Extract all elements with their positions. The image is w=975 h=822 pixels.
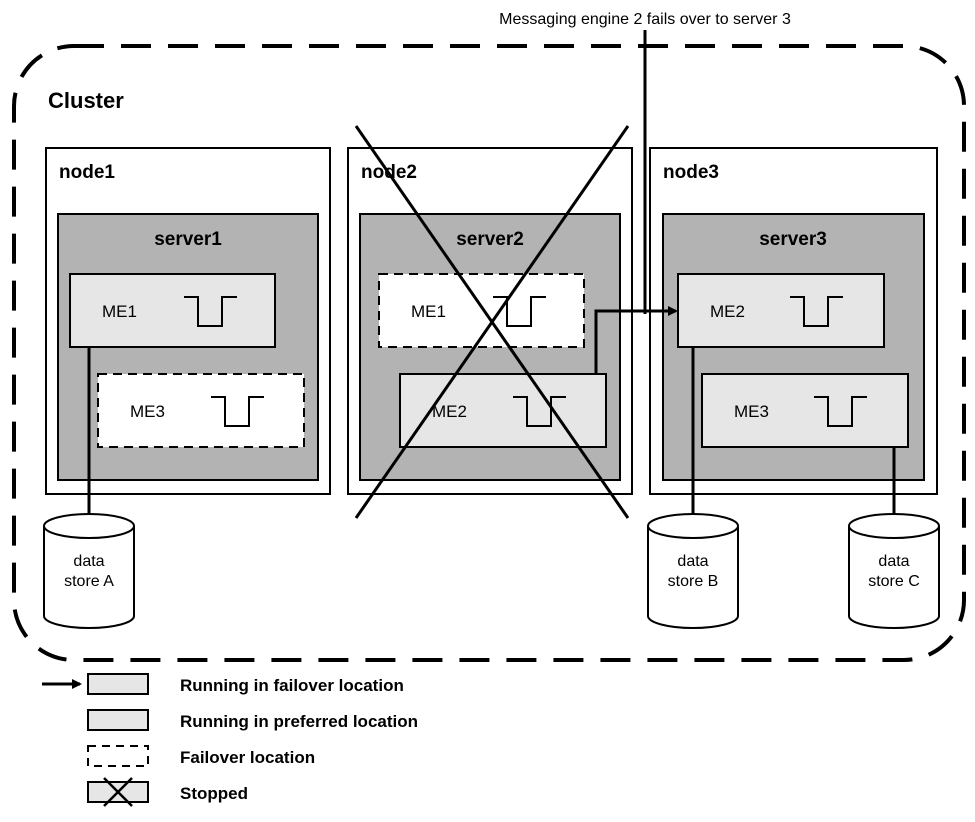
queue-icon (184, 296, 237, 327)
node3: node3 server3 ME2 ME3 (649, 147, 938, 495)
legend-swatch-failover-location (87, 745, 149, 767)
data-store-b: data store B (647, 513, 739, 629)
queue-icon (211, 396, 264, 427)
cylinder-icon (43, 513, 135, 539)
data-store-c: data store C (848, 513, 940, 629)
server1-label: server1 (154, 229, 222, 250)
data-store-a: data store A (43, 513, 135, 629)
server3-label: server3 (759, 229, 827, 250)
node2-me1-label: ME1 (411, 302, 446, 321)
legend-stopped-cross-line (103, 777, 133, 807)
node1-me3-label: ME3 (130, 402, 165, 421)
legend-label-failover-location: Failover location (180, 748, 315, 767)
data-store-c-line1: data (878, 553, 909, 570)
node1-me1-box (69, 273, 276, 348)
node2: node2 server2 ME1 ME2 (347, 125, 633, 519)
legend-swatch-failover-running (87, 673, 149, 695)
node3-me3-label: ME3 (734, 402, 769, 421)
cluster-boundary (12, 44, 966, 662)
data-store-c-line2: store C (868, 573, 920, 590)
node1: node1 server1 ME1 ME3 (45, 147, 331, 495)
caption: Messaging engine 2 fails over to server … (499, 11, 791, 28)
node3-me2-box (677, 273, 885, 348)
stopped-cross-line (354, 125, 630, 519)
legend-label-stopped: Stopped (180, 784, 248, 803)
node1-label: node1 (59, 162, 115, 183)
legend-swatch-preferred (87, 709, 149, 731)
legend-label-preferred: Running in preferred location (180, 712, 418, 731)
server2-label: server2 (456, 229, 524, 250)
node3-me2-label: ME2 (710, 302, 745, 321)
data-store-b-line1: data (677, 553, 708, 570)
node1-me1-label: ME1 (102, 302, 137, 321)
cluster-label: Cluster (48, 88, 124, 113)
queue-icon (790, 296, 843, 327)
queue-icon (513, 396, 566, 427)
data-store-a-line2: store A (64, 573, 114, 590)
cylinder-icon (848, 513, 940, 539)
queue-icon (814, 396, 867, 427)
legend: Running in failover location Running in … (42, 673, 418, 807)
node3-label: node3 (663, 162, 719, 183)
legend-label-failover-running: Running in failover location (180, 676, 404, 695)
queue-icon (493, 296, 546, 327)
data-store-a-line1: data (73, 553, 104, 570)
failover-arrow (594, 306, 678, 374)
node3-me3-box (701, 373, 909, 448)
data-store-b-line2: store B (668, 573, 719, 590)
cylinder-icon (647, 513, 739, 539)
node2-me2-label: ME2 (432, 402, 467, 421)
node1-me3-box (97, 373, 305, 448)
